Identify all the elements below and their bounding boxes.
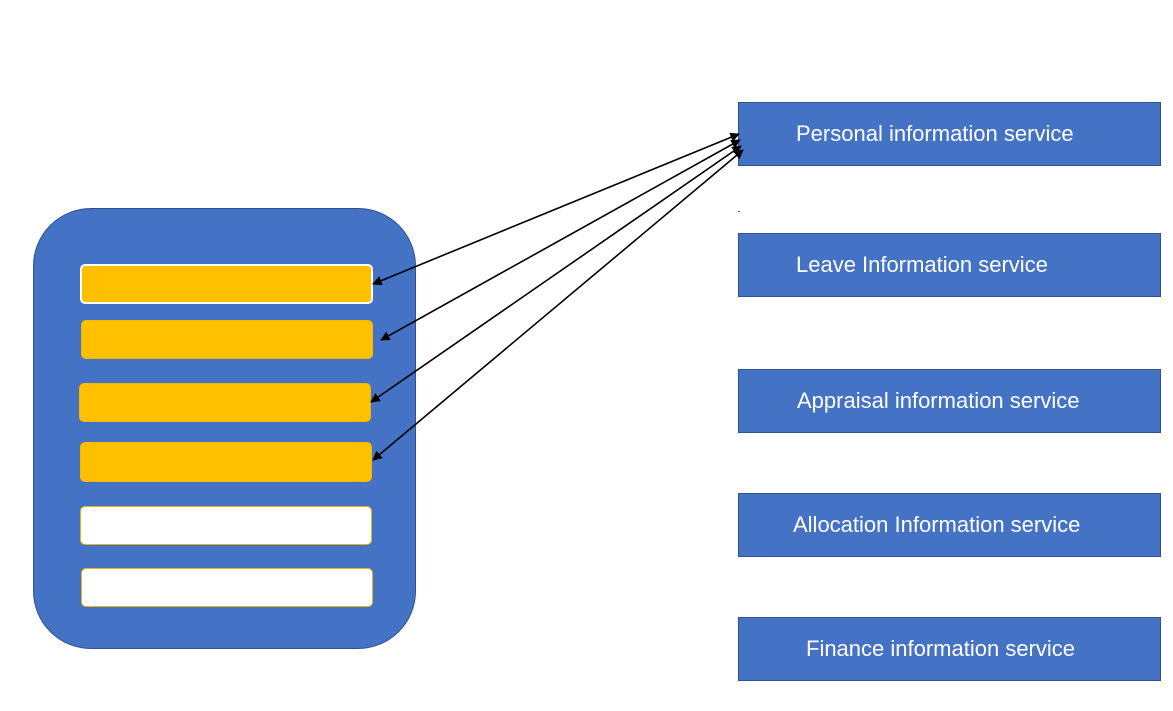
- arrow-row4-personal: [372, 149, 744, 461]
- empty-row-2[interactable]: [81, 568, 373, 607]
- stray-mark: [738, 211, 740, 212]
- service-appraisal[interactable]: Appraisal information service: [738, 369, 1161, 433]
- service-allocation[interactable]: Allocation Information service: [738, 493, 1161, 557]
- service-personal[interactable]: Personal information service: [738, 102, 1161, 166]
- service-finance[interactable]: Finance information service: [738, 617, 1161, 681]
- service-label: Personal information service: [796, 121, 1074, 146]
- data-row-4[interactable]: [80, 442, 372, 482]
- service-label: Allocation Information service: [793, 512, 1081, 537]
- data-row-1[interactable]: [80, 264, 373, 304]
- service-leave[interactable]: Leave Information service: [738, 233, 1161, 297]
- arrow-row3-personal: [370, 145, 742, 403]
- service-label: Finance information service: [806, 636, 1076, 661]
- service-label: Appraisal information service: [797, 388, 1080, 413]
- arrow-row1-personal: [372, 132, 740, 286]
- service-label: Leave Information service: [796, 252, 1048, 277]
- data-row-3[interactable]: [79, 383, 371, 422]
- arrow-row2-personal: [380, 139, 741, 341]
- empty-row-1[interactable]: [80, 506, 372, 545]
- data-row-2[interactable]: [81, 320, 373, 359]
